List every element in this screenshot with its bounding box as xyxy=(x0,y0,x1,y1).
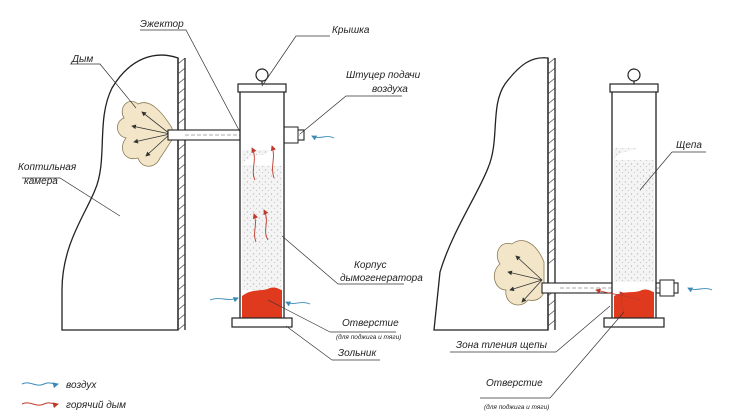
label-ash-pan: Зольник xyxy=(338,348,377,359)
legend-air-line xyxy=(21,382,59,389)
label-hole-note: (для поджига и тяги) xyxy=(336,333,401,341)
legend: воздух горячий дым xyxy=(21,380,126,411)
legend-smoke-line xyxy=(21,402,59,409)
right-ember-zone xyxy=(614,289,654,318)
lid xyxy=(237,83,287,93)
label-right-hole-note: (для поджига и тяги) xyxy=(484,403,549,411)
label-body-1: Корпус xyxy=(354,260,387,271)
smoke-cloud xyxy=(117,101,173,167)
label-hole: Отверстие xyxy=(342,318,399,329)
wood-chips xyxy=(242,150,282,290)
right-ash-pan xyxy=(603,317,665,328)
right-wood-chips xyxy=(614,148,654,282)
right-lid xyxy=(609,83,659,93)
right-air-fitting-nut xyxy=(659,279,675,297)
legend-smoke-label: горячий дым xyxy=(66,400,126,411)
label-smoking-chamber-2: камера xyxy=(24,176,58,187)
label-air-fitting-2: воздуха xyxy=(372,84,408,95)
ash-pan xyxy=(231,317,293,328)
ember-zone xyxy=(242,287,282,318)
air-fitting-nut xyxy=(283,126,299,144)
label-chips: Щепа xyxy=(676,140,702,151)
lid-ring xyxy=(255,68,269,82)
right-assembly xyxy=(433,57,713,399)
labels: Дым Коптильная камера Эжектор Крышка Шту… xyxy=(18,19,702,411)
label-smoke: Дым xyxy=(71,54,93,65)
legend-air-label: воздух xyxy=(66,380,97,391)
smoking-chamber-outline xyxy=(61,54,179,331)
right-smoke-cloud xyxy=(493,240,545,306)
label-ejector: Эжектор xyxy=(140,19,184,30)
label-right-hole: Отверстие xyxy=(486,378,543,389)
label-air-fitting-1: Штуцер подачи xyxy=(346,70,421,81)
label-smoking-chamber-1: Коптильная xyxy=(18,162,77,173)
label-smolder-zone: Зона тления щепы xyxy=(456,340,548,351)
label-body-2: дымогенератора xyxy=(340,273,423,284)
label-lid: Крышка xyxy=(332,25,370,36)
right-lid-ring xyxy=(627,68,641,82)
left-assembly xyxy=(22,29,404,361)
chamber-wall xyxy=(177,57,186,331)
